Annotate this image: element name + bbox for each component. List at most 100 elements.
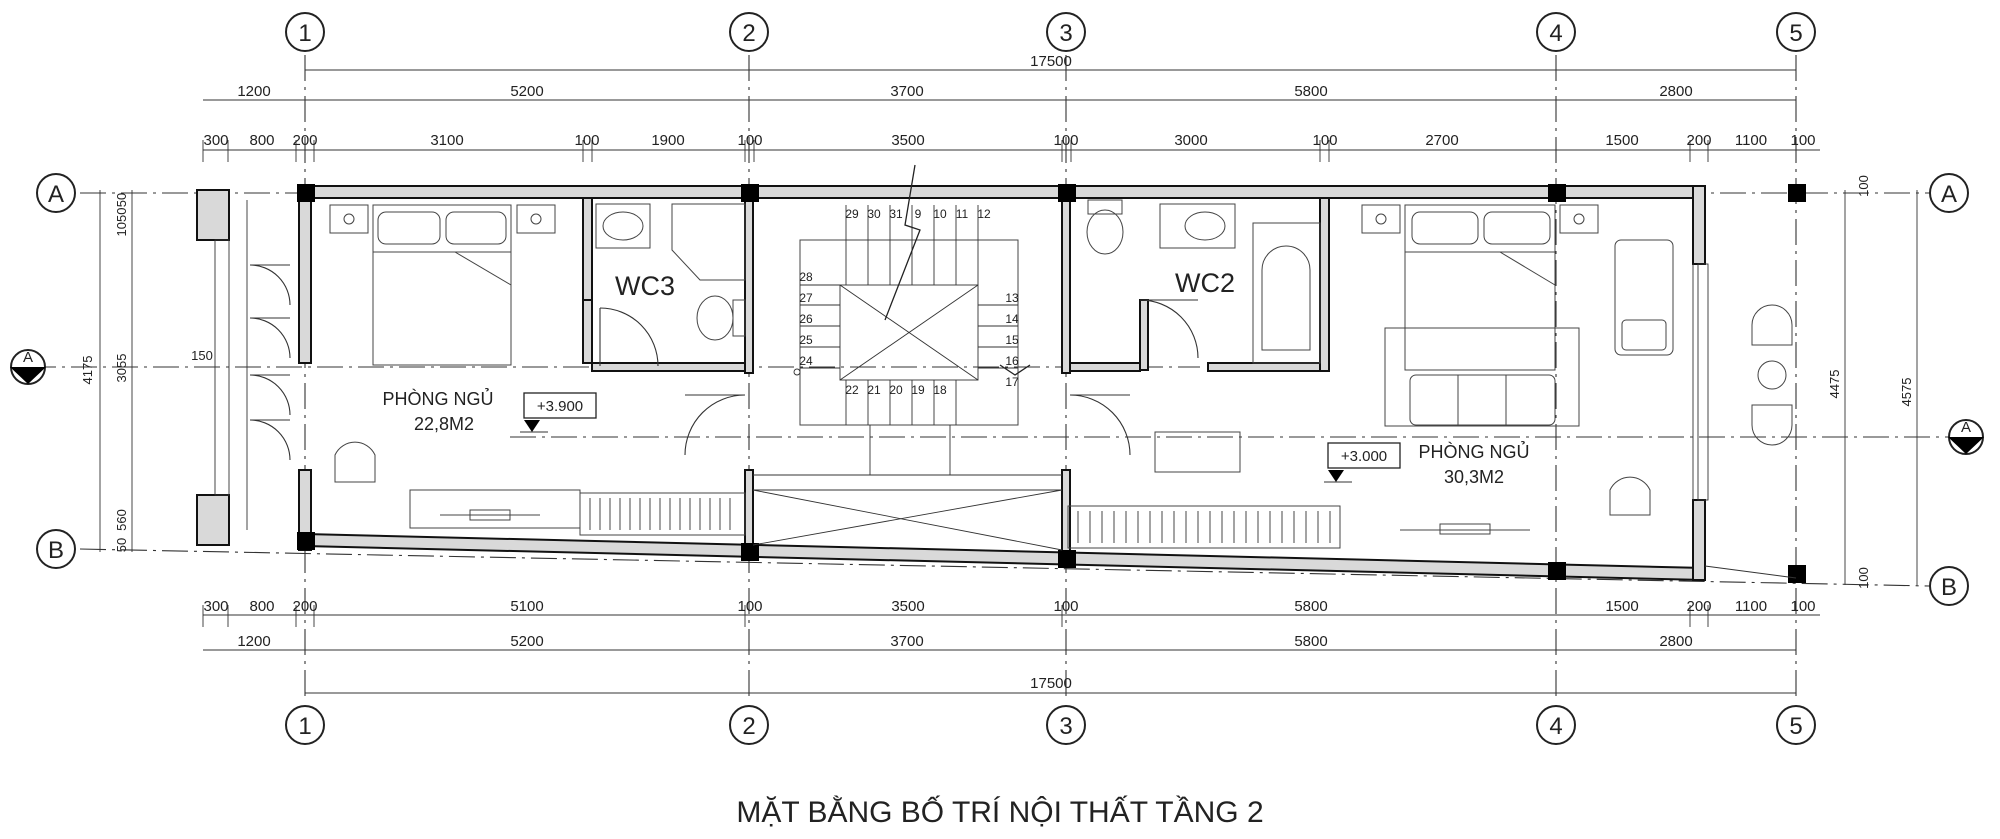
step-22: 22 bbox=[845, 383, 859, 397]
level-marker-left: +3.900 bbox=[520, 392, 597, 433]
level-left-value: +3.900 bbox=[537, 398, 583, 415]
dim-right-3: 100 bbox=[1856, 567, 1871, 589]
dim-bot2-0: 1200 bbox=[237, 633, 270, 650]
grid-label-3-bottom: 3 bbox=[1059, 713, 1072, 740]
step-29: 29 bbox=[845, 207, 859, 221]
grid-label-a-left: A bbox=[48, 181, 64, 208]
dim-top3-6: 100 bbox=[737, 132, 762, 149]
dim-bot2-2: 3700 bbox=[890, 633, 923, 650]
dim-top2-2: 3700 bbox=[890, 83, 923, 100]
nightstands-right bbox=[1361, 204, 1599, 234]
grid-label-5-top: 5 bbox=[1789, 20, 1802, 47]
dim-top3-7: 3500 bbox=[891, 132, 924, 149]
grid-label-1-bottom: 1 bbox=[298, 713, 311, 740]
grid-label-b-right: B bbox=[1941, 574, 1957, 601]
dim-top3-15: 100 bbox=[1790, 132, 1815, 149]
armchair-right bbox=[1609, 476, 1651, 516]
dim-bot1-1: 800 bbox=[249, 598, 274, 615]
grid-bubbles-bottom: 1 2 3 4 5 bbox=[285, 705, 1816, 745]
dim-top3-11: 2700 bbox=[1425, 132, 1458, 149]
step-31: 31 bbox=[889, 207, 903, 221]
step-9: 9 bbox=[915, 207, 922, 221]
dim-left-3: 4175 bbox=[80, 356, 95, 385]
step-28: 28 bbox=[799, 270, 813, 284]
dim-left-2: 3055 bbox=[114, 354, 129, 383]
section-marker-left: A bbox=[10, 349, 46, 385]
step-16: 16 bbox=[1005, 354, 1019, 368]
dim-top3-2: 200 bbox=[292, 132, 317, 149]
step-13: 13 bbox=[1005, 291, 1019, 305]
balcony-right bbox=[1692, 263, 1797, 579]
dimension-lines bbox=[99, 69, 1918, 694]
dim-top3-3: 3100 bbox=[430, 132, 463, 149]
dim-right-2: 4575 bbox=[1899, 378, 1914, 407]
chaise-right bbox=[1614, 239, 1674, 356]
desk-right bbox=[1400, 523, 1530, 535]
dim-top-row2: 1200 5200 3700 5800 2800 bbox=[237, 83, 1692, 100]
dim-bottom-row1: 300 800 200 5100 100 3500 100 5800 1500 … bbox=[203, 598, 1815, 615]
step-21: 21 bbox=[867, 383, 881, 397]
dim-top3-1: 800 bbox=[249, 132, 274, 149]
dim-top2-4: 2800 bbox=[1659, 83, 1692, 100]
dim-right: 100 4475 4575 100 bbox=[1827, 175, 1914, 589]
step-12: 12 bbox=[977, 207, 991, 221]
bedroom2-area: 30,3M2 bbox=[1444, 467, 1504, 487]
bed-left bbox=[372, 204, 512, 366]
dim-overall-bottom: 17500 bbox=[1030, 675, 1072, 692]
structural-columns bbox=[297, 184, 1806, 583]
nightstands-left bbox=[329, 204, 556, 234]
dim-top3-4: 100 bbox=[574, 132, 599, 149]
radiator-left bbox=[579, 492, 746, 536]
step-27: 27 bbox=[799, 291, 813, 305]
step-11: 11 bbox=[956, 207, 969, 221]
dim-bot1-8: 1500 bbox=[1605, 598, 1638, 615]
dim-top2-3: 5800 bbox=[1294, 83, 1327, 100]
wc2-label: WC2 bbox=[1175, 268, 1235, 298]
grid-axes bbox=[30, 55, 1970, 700]
coffee-table bbox=[1154, 431, 1241, 473]
bedroom1-area: 22,8M2 bbox=[414, 414, 474, 434]
room-labels: PHÒNG NGỦ 22,8M2 WC3 WC2 PHÒNG NGỦ 30,3M… bbox=[382, 268, 1529, 487]
dim-bot2-4: 2800 bbox=[1659, 633, 1692, 650]
step-10: 10 bbox=[933, 207, 947, 221]
dim-bot1-5: 3500 bbox=[891, 598, 924, 615]
dim-bot2-1: 5200 bbox=[510, 633, 543, 650]
level-right-value: +3.000 bbox=[1341, 448, 1387, 465]
dim-bot2-3: 5800 bbox=[1294, 633, 1327, 650]
dim-top2-0: 1200 bbox=[237, 83, 270, 100]
step-15: 15 bbox=[1005, 333, 1019, 347]
drawing-title: MẶT BẰNG BỐ TRÍ NỘI THẤT TẦNG 2 bbox=[736, 795, 1263, 829]
step-24: 24 bbox=[799, 354, 813, 368]
wardrobe-left bbox=[246, 200, 291, 530]
dim-bot1-10: 1100 bbox=[1735, 598, 1767, 615]
staircase bbox=[752, 164, 1063, 551]
grid-label-2-top: 2 bbox=[742, 20, 755, 47]
wc3-fixtures bbox=[595, 203, 746, 367]
dim-bot1-11: 100 bbox=[1790, 598, 1815, 615]
dim-bottom-row2: 1200 5200 3700 5800 2800 bbox=[237, 633, 1692, 650]
dim-bot1-4: 100 bbox=[737, 598, 762, 615]
dim-left-1: 1050 bbox=[114, 208, 129, 237]
dim-top3-12: 1500 bbox=[1605, 132, 1638, 149]
dim-top-row3: 300 800 200 3100 100 1900 100 3500 100 3… bbox=[203, 132, 1815, 149]
dim-top3-13: 200 bbox=[1686, 132, 1711, 149]
section-marker-right: A bbox=[1948, 419, 1984, 455]
dim-left-5: 50 bbox=[114, 538, 129, 552]
dim-bot1-3: 5100 bbox=[510, 598, 543, 615]
grid-bubbles-rows: A B A B bbox=[36, 173, 1969, 606]
wc2-fixtures bbox=[1086, 199, 1321, 364]
grid-label-3-top: 3 bbox=[1059, 20, 1072, 47]
dim-bot1-2: 200 bbox=[292, 598, 317, 615]
bed-right bbox=[1384, 204, 1580, 427]
grid-label-a-right: A bbox=[1941, 181, 1957, 208]
bedroom2-name: PHÒNG NGỦ bbox=[1418, 441, 1529, 462]
step-19: 19 bbox=[911, 383, 925, 397]
grid-label-b-left: B bbox=[48, 537, 64, 564]
dim-bot1-7: 5800 bbox=[1294, 598, 1327, 615]
dim-top2-1: 5200 bbox=[510, 83, 543, 100]
walls bbox=[196, 185, 1706, 582]
step-17: 17 bbox=[1005, 375, 1019, 389]
step-25: 25 bbox=[799, 333, 813, 347]
dim-right-0: 100 bbox=[1856, 175, 1871, 197]
